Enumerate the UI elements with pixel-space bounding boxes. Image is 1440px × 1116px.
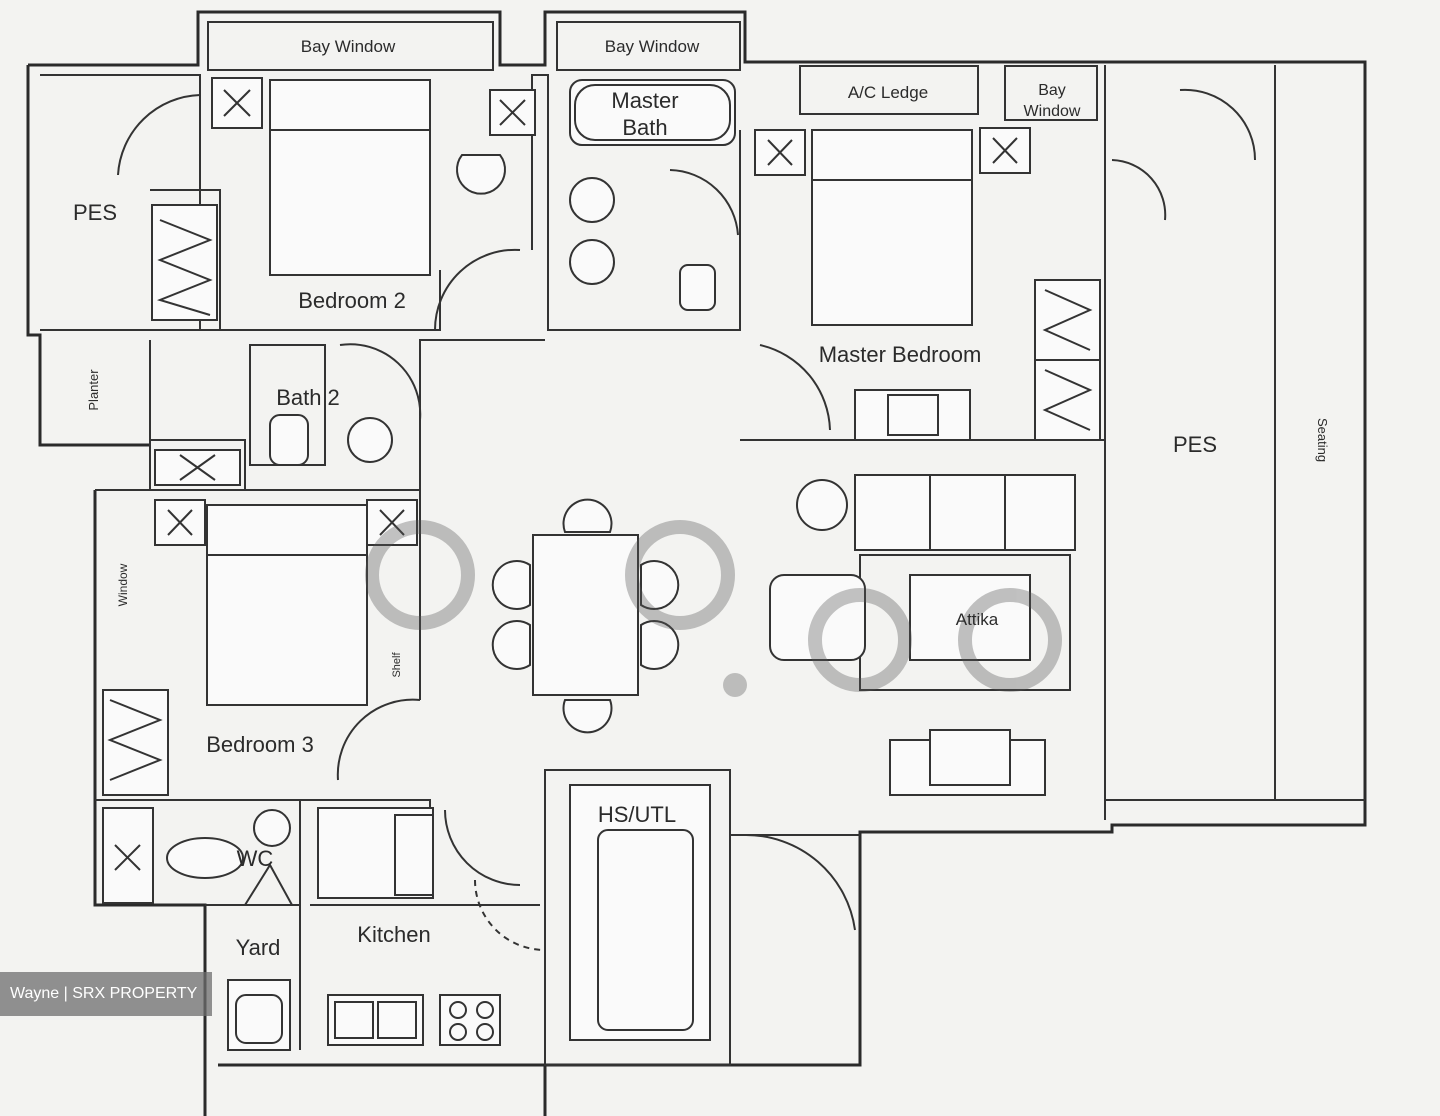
wardrobes	[102, 204, 1101, 796]
living-furniture	[769, 389, 1076, 796]
label-planter: Planter	[86, 369, 101, 411]
label-pes-left: PES	[73, 200, 117, 225]
bath-fixtures	[102, 79, 736, 906]
door-swings	[117, 88, 1257, 951]
label-pes-right: PES	[1173, 432, 1217, 457]
dining-set	[456, 154, 680, 734]
watermark-text: Wayne | SRX PROPERTY	[10, 985, 198, 1002]
label-seating: Seating	[1315, 418, 1330, 462]
label-master-bedroom: Master Bedroom	[819, 342, 982, 367]
label-hs-utl: HS/UTL	[598, 802, 676, 827]
room-labels: Bay Window Bay Window Master Bath A/C Le…	[73, 37, 1330, 960]
watermark-bar	[0, 972, 212, 1016]
watermark-logo	[365, 520, 1062, 697]
label-master-bath-1: Master	[611, 88, 678, 113]
label-bay-window-small-2: Window	[1024, 103, 1081, 120]
label-bath-2: Bath 2	[276, 385, 340, 410]
outer-walls	[26, 10, 1367, 1116]
label-yard: Yard	[236, 935, 281, 960]
label-bedroom-2: Bedroom 2	[298, 288, 406, 313]
kitchen-fixtures	[227, 784, 711, 1051]
label-bay-window-small-1: Bay	[1038, 82, 1066, 99]
label-kitchen: Kitchen	[357, 922, 430, 947]
label-rug: Attika	[956, 610, 999, 629]
label-bay-window-left: Bay Window	[301, 37, 396, 56]
label-bay-window-right: Bay Window	[605, 37, 700, 56]
label-shelf: Shelf	[391, 652, 403, 678]
label-window: Window	[116, 563, 130, 606]
bedside-tables	[154, 77, 1031, 546]
label-ac-ledge: A/C Ledge	[848, 83, 928, 102]
beds	[206, 79, 973, 706]
label-bedroom-3: Bedroom 3	[206, 732, 314, 757]
label-master-bath-2: Bath	[622, 115, 667, 140]
label-wc: WC	[237, 846, 274, 871]
